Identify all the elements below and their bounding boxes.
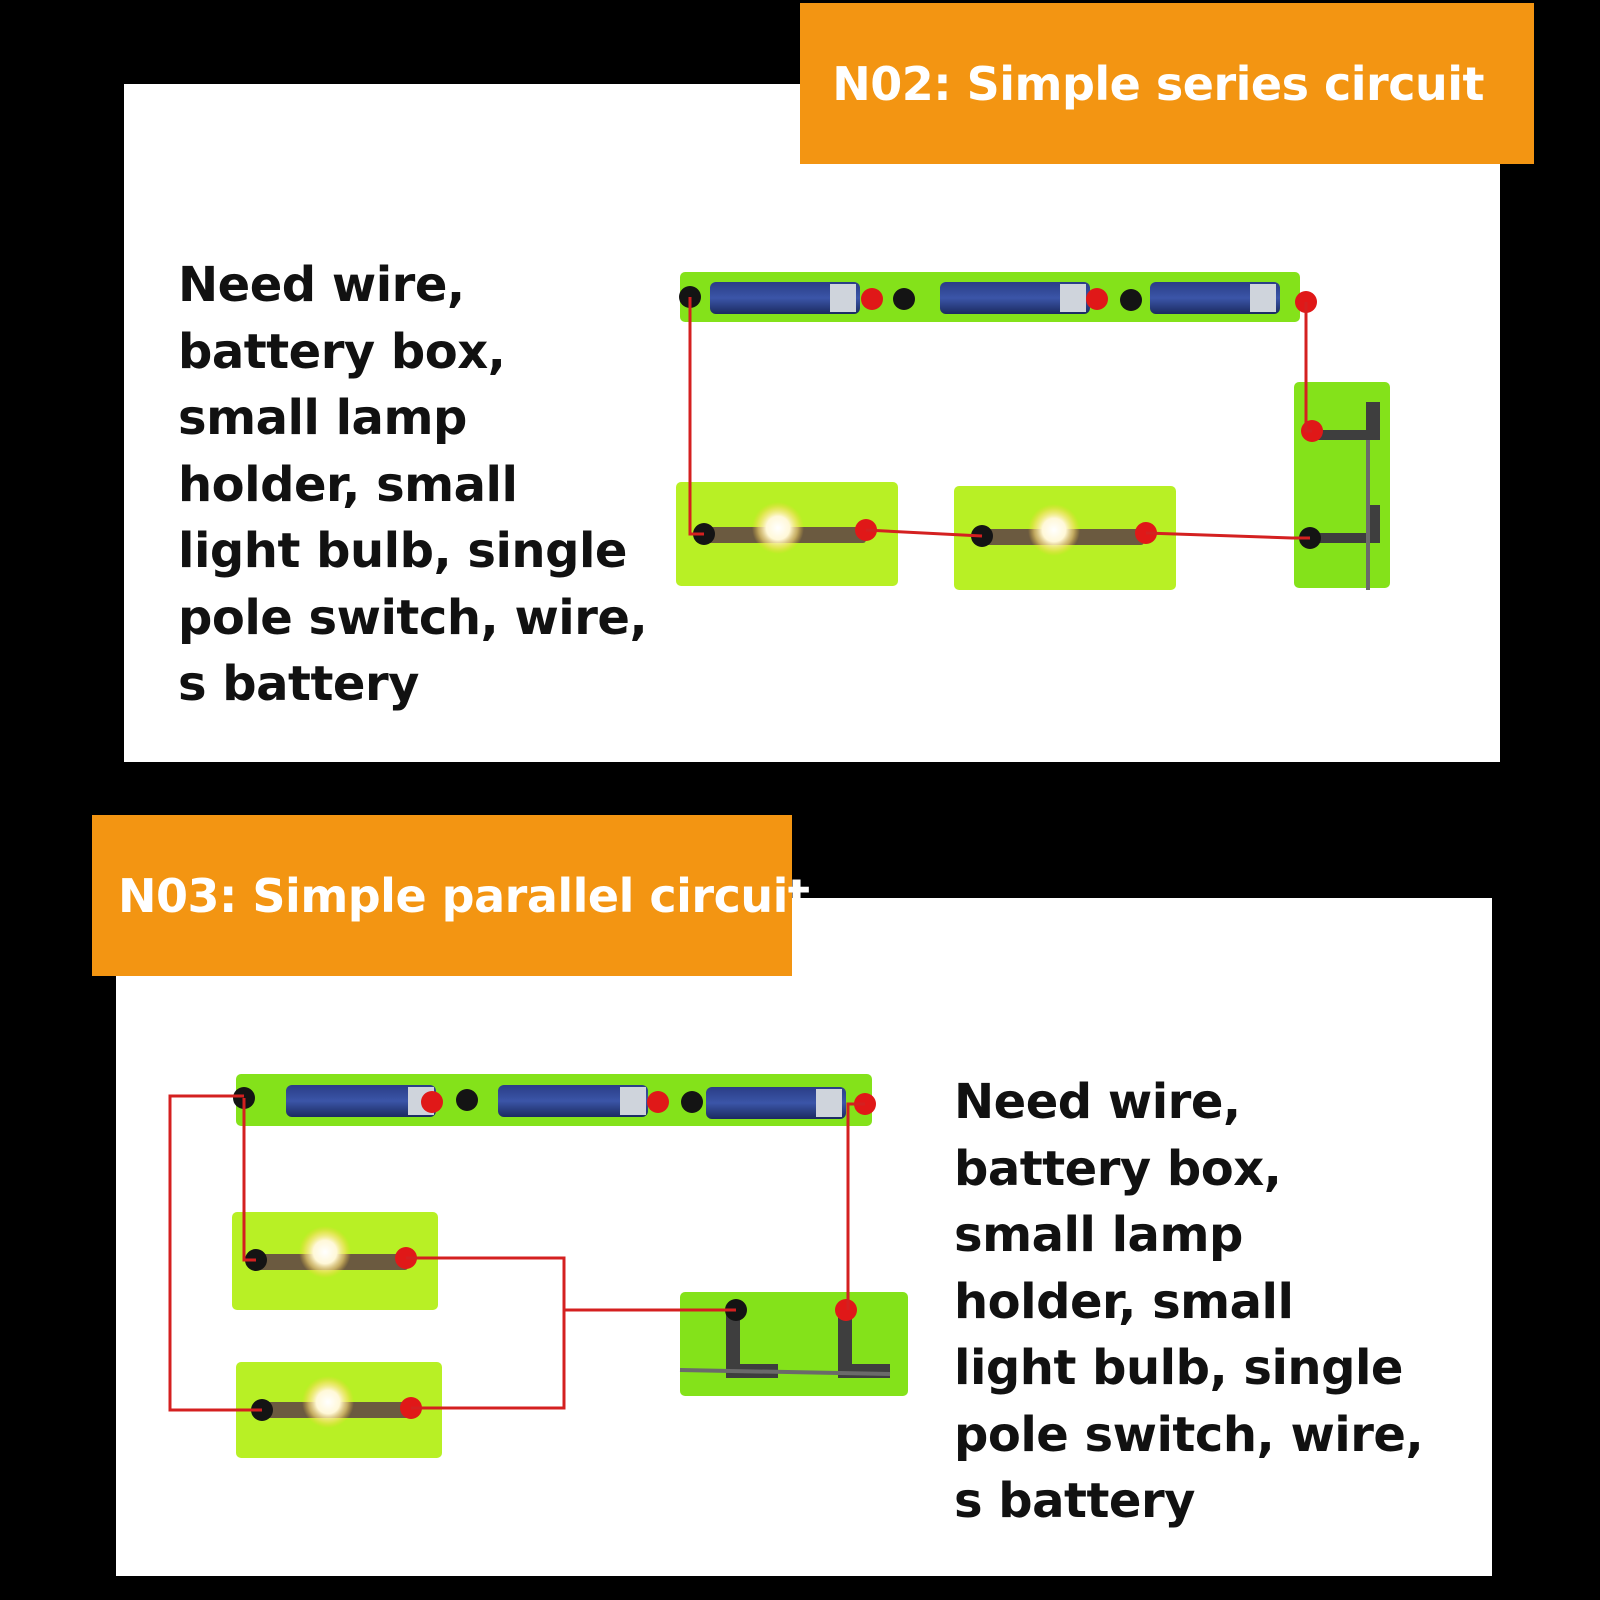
- terminal-red: [835, 1299, 857, 1321]
- battery-3: [706, 1087, 846, 1119]
- series-lamp-1: [676, 482, 898, 586]
- switch-contact: [1310, 505, 1380, 543]
- battery-3-cap: [816, 1089, 842, 1117]
- switch-contact: [838, 1308, 890, 1378]
- terminal-red: [861, 288, 883, 310]
- terminal-black: [893, 288, 915, 310]
- series-switch: [1294, 382, 1390, 590]
- parallel-switch: [679, 1292, 908, 1396]
- series-circuit-panel: [124, 84, 1500, 762]
- wire: [168, 1094, 262, 1412]
- wire: [1304, 302, 1312, 433]
- terminal-red: [647, 1091, 669, 1113]
- battery-2: [940, 282, 1090, 314]
- battery-2-cap: [1060, 284, 1086, 312]
- terminal-black: [1120, 289, 1142, 311]
- wire: [406, 1256, 736, 1312]
- bulb-icon: [302, 1376, 354, 1428]
- bulb-icon: [1028, 504, 1080, 556]
- parallel-lamp-1: [232, 1212, 438, 1310]
- series-battery-box: [679, 272, 1317, 322]
- parallel-circuit-description: Need wire, battery box, small lamp holde…: [954, 1074, 1424, 1529]
- parallel-circuit-illustration: [168, 1074, 908, 1458]
- battery-3-cap: [1250, 284, 1276, 312]
- series-circuit-illustration: [676, 272, 1390, 590]
- battery-2-cap: [620, 1087, 646, 1115]
- series-circuit-description: Need wire, battery box, small lamp holde…: [178, 257, 648, 712]
- wire: [1145, 531, 1310, 540]
- terminal-red: [1086, 288, 1108, 310]
- terminal-red: [421, 1091, 443, 1113]
- battery-1: [710, 282, 860, 314]
- terminal-black: [681, 1091, 703, 1113]
- wire: [688, 297, 704, 536]
- battery-1-cap: [830, 284, 856, 312]
- switch-arm: [679, 1368, 891, 1376]
- battery-2: [498, 1085, 648, 1117]
- parallel-wires: [168, 1094, 865, 1412]
- parallel-battery-box: [233, 1074, 876, 1126]
- series-circuit-title: N02: Simple series circuit: [800, 3, 1534, 164]
- wire: [865, 528, 983, 538]
- battery-3: [1150, 282, 1280, 314]
- wire: [242, 1098, 256, 1262]
- wire: [411, 1310, 566, 1410]
- switch-lever: [726, 1308, 778, 1378]
- parallel-circuit-title: N03: Simple parallel circuit: [92, 815, 810, 976]
- battery-1: [286, 1085, 436, 1117]
- parallel-lamp-2: [236, 1362, 442, 1458]
- series-lamp-2: [954, 486, 1176, 590]
- switch-board: [680, 1292, 908, 1396]
- terminal-black: [456, 1089, 478, 1111]
- wire: [846, 1102, 865, 1310]
- bulb-icon: [752, 502, 804, 554]
- switch-lever: [1310, 402, 1380, 440]
- bulb-icon: [299, 1226, 351, 1278]
- series-wires: [688, 297, 1312, 540]
